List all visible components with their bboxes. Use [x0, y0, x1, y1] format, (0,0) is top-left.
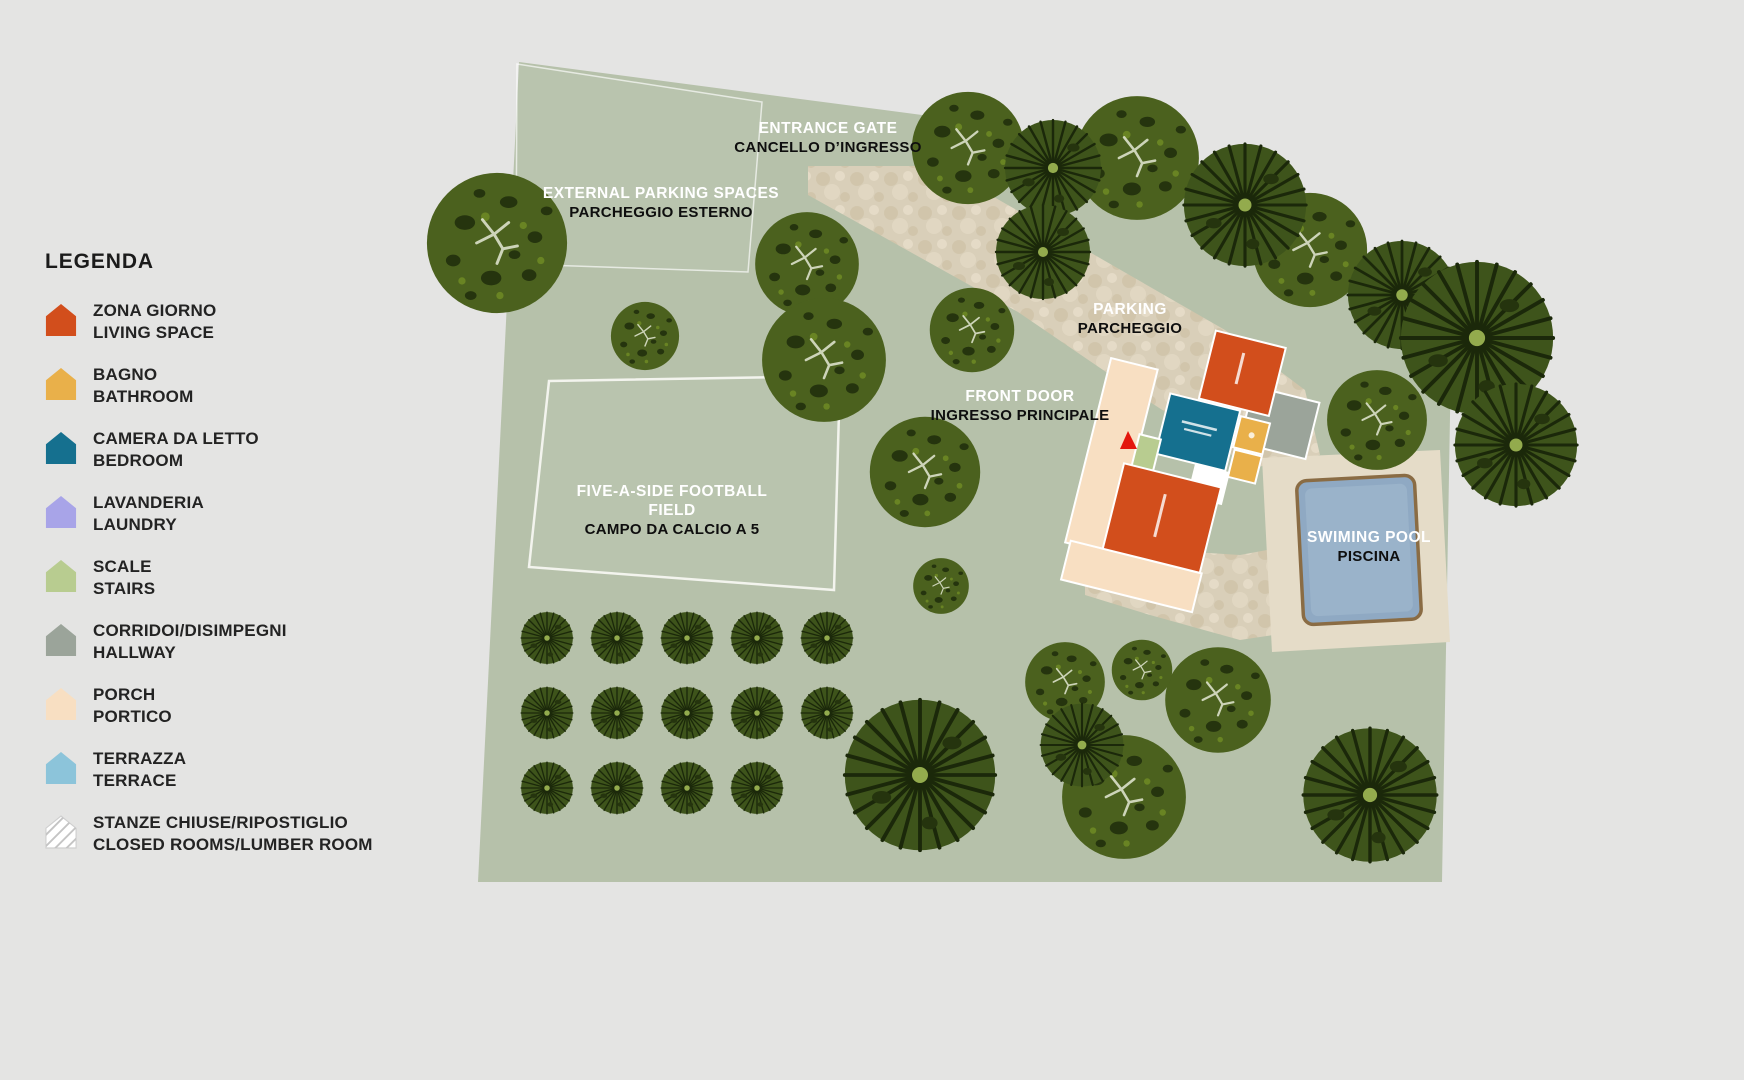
palm-tree	[520, 611, 574, 665]
closed-rooms-icon	[45, 815, 77, 849]
palm-tree	[660, 761, 714, 815]
label-entrance-gate-it: CANCELLO D’INGRESSO	[734, 139, 922, 156]
legend-label-en: TERRACE	[93, 770, 177, 790]
round-tree	[1164, 646, 1272, 754]
legend-label-it: LAVANDERIA	[93, 493, 204, 512]
label-pool: SWIMING POOL PISCINA	[1307, 528, 1431, 566]
palm-tree	[800, 611, 854, 665]
room-micro-text	[1153, 352, 1255, 538]
living-space-icon	[45, 304, 77, 336]
driveway	[808, 166, 1320, 468]
palm-tree	[520, 761, 574, 815]
legend-label-en: CLOSED ROOMS/LUMBER ROOM	[93, 834, 373, 854]
palm-tree	[1003, 118, 1103, 218]
palm-tree	[520, 686, 574, 740]
palm-tree	[590, 686, 644, 740]
label-football-field: FIVE-A-SIDE FOOTBALL FIELD CAMPO DA CALC…	[555, 482, 790, 539]
hallway-icon	[45, 624, 77, 656]
round-tree	[1111, 639, 1173, 701]
palm-tree	[590, 611, 644, 665]
legend-item-laundry: LAVANDERIA LAUNDRY	[45, 492, 445, 535]
legend-item-hallway: CORRIDOI/DISIMPEGNI HALLWAY	[45, 620, 445, 663]
house-plan	[1059, 329, 1321, 614]
label-football-field-it: CAMPO DA CALCIO A 5	[584, 521, 760, 538]
stairs-icon	[45, 560, 77, 592]
round-tree	[1326, 369, 1428, 471]
legend-label-it: SCALE	[93, 557, 152, 576]
label-football-field-en: FIVE-A-SIDE FOOTBALL FIELD	[576, 483, 768, 519]
label-front-door-en: FRONT DOOR	[965, 388, 1075, 405]
front-door-marker	[1120, 431, 1137, 449]
legend-item-terrace: TERRAZZA TERRACE	[45, 748, 445, 791]
legend-label-it: CAMERA DA LETTO	[93, 429, 259, 448]
legend-label-en: BEDROOM	[93, 450, 184, 470]
legend-item-porch: PORCH PORTICO	[45, 684, 445, 727]
palm-tree	[730, 611, 784, 665]
legend-label-it: STANZE CHIUSE/RIPOSTIGLIO	[93, 813, 348, 832]
palm-tree	[994, 203, 1092, 301]
label-pool-en: SWIMING POOL	[1307, 529, 1431, 546]
legend-label-it: TERRAZZA	[93, 749, 187, 768]
legend-label-en: LIVING SPACE	[93, 322, 215, 342]
laundry-icon	[45, 496, 77, 528]
bathroom-icon	[45, 368, 77, 400]
palm-tree	[730, 761, 784, 815]
legend-item-closed-rooms: STANZE CHIUSE/RIPOSTIGLIO CLOSED ROOMS/L…	[45, 812, 445, 855]
terrace-icon	[45, 752, 77, 784]
legend-label-en: LAUNDRY	[93, 514, 177, 534]
legend-item-living-space: ZONA GIORNO LIVING SPACE	[45, 300, 445, 343]
palm-tree	[800, 686, 854, 740]
pool-water-highlight	[1305, 483, 1413, 617]
label-front-door-it: INGRESSO PRINCIPALE	[930, 407, 1110, 424]
legend: LEGENDA ZONA GIORNO LIVING SPACE BAGNO B…	[45, 250, 445, 876]
legend-title: LEGENDA	[45, 250, 154, 273]
label-parking: PARKING PARCHEGGIO	[1078, 300, 1182, 338]
legend-label-it: ZONA GIORNO	[93, 301, 217, 320]
porch-icon	[45, 688, 77, 720]
legend-label-it: PORCH	[93, 685, 156, 704]
bedroom-icon	[45, 432, 77, 464]
round-tree	[928, 286, 1016, 374]
legend-label-it: CORRIDOI/DISIMPEGNI	[93, 621, 287, 640]
legend-label-en: HALLWAY	[93, 642, 176, 662]
palm-tree	[1301, 726, 1439, 864]
label-external-parking-en: EXTERNAL PARKING SPACES	[542, 185, 780, 202]
palm-tree	[590, 761, 644, 815]
round-tree	[754, 211, 860, 317]
palm-tree	[660, 611, 714, 665]
label-entrance-gate-en: ENTRANCE GATE	[758, 120, 898, 137]
legend-item-stairs: SCALE STAIRS	[45, 556, 445, 599]
legend-label-en: STAIRS	[93, 578, 156, 598]
legend-item-bathroom: BAGNO BATHROOM	[45, 364, 445, 407]
round-tree	[910, 90, 1026, 206]
palm-tree	[730, 686, 784, 740]
label-parking-en: PARKING	[1093, 301, 1167, 318]
room-living-bottom	[1101, 462, 1223, 575]
palm-tree	[1182, 142, 1308, 268]
label-parking-it: PARCHEGGIO	[1077, 320, 1183, 337]
round-tree	[912, 557, 970, 615]
label-front-door: FRONT DOOR INGRESSO PRINCIPALE	[931, 387, 1110, 425]
round-tree	[868, 415, 982, 529]
round-tree	[610, 301, 680, 371]
round-tree	[760, 296, 888, 424]
palm-tree	[1039, 702, 1125, 788]
swimming-pool	[1295, 473, 1423, 627]
football-field	[527, 374, 842, 592]
palm-tree	[842, 697, 998, 853]
legend-label-en: PORTICO	[93, 706, 172, 726]
room-bathroom-2	[1226, 448, 1264, 485]
label-entrance-gate: ENTRANCE GATE CANCELLO D’INGRESSO	[734, 119, 921, 157]
label-external-parking-it: PARCHEGGIO ESTERNO	[569, 204, 753, 221]
legend-label-it: BAGNO	[93, 365, 158, 384]
palm-tree	[1453, 382, 1579, 508]
label-pool-it: PISCINA	[1337, 548, 1401, 565]
legend-label-en: BATHROOM	[93, 386, 194, 406]
palm-tree	[660, 686, 714, 740]
legend-item-bedroom: CAMERA DA LETTO BEDROOM	[45, 428, 445, 471]
label-external-parking: EXTERNAL PARKING SPACES PARCHEGGIO ESTER…	[543, 184, 779, 222]
room-living-top	[1197, 329, 1287, 418]
